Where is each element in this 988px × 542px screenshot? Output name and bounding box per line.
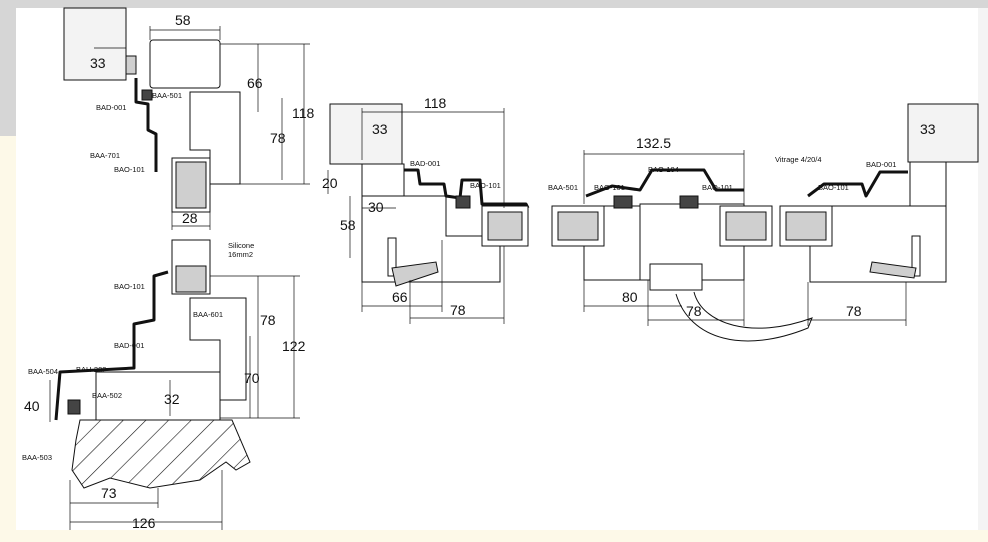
label-baa-504: BAA-504: [28, 367, 58, 376]
alu-cover: [807, 170, 908, 198]
glazing-left-core: [557, 211, 599, 241]
anchor-frame: [361, 163, 405, 197]
dim-20: 20: [322, 175, 338, 191]
gasket: [141, 89, 153, 101]
dim-122: 122: [282, 338, 306, 354]
dim-80: 80: [622, 289, 638, 305]
alu-cover: [585, 168, 744, 198]
dim-126: 126: [132, 515, 156, 531]
anchor-frame: [909, 161, 947, 207]
curve-line: [675, 291, 813, 342]
label-bad-001: BAD-001: [866, 160, 896, 169]
label-vitrage: Vitrage 4/20/4: [775, 155, 822, 164]
dim-33: 33: [920, 121, 936, 137]
top-border: [0, 0, 988, 8]
dim-78: 78: [450, 302, 466, 318]
dim-66: 66: [392, 289, 408, 305]
label-baa-501: BAA-501: [152, 91, 182, 100]
label-bao-101: BAO-101: [818, 183, 849, 192]
glazing-core: [175, 161, 207, 209]
dim-73: 73: [101, 485, 117, 501]
dim-66: 66: [247, 75, 263, 91]
gasket: [613, 195, 633, 209]
concrete-wall: [907, 103, 979, 163]
handle: [391, 261, 439, 287]
left-cream-border: [0, 136, 16, 542]
label-baa-501: BAA-501: [548, 183, 578, 192]
dim-32: 32: [164, 391, 180, 407]
dim-78: 78: [270, 130, 286, 146]
glazing-core: [175, 265, 207, 293]
alu-cover: [134, 78, 158, 172]
section-right: 132.5 80 78 78 33 BAA-501 BAO-101 BAO-10…: [548, 103, 979, 342]
label-bah-202: BAH-202: [76, 365, 106, 374]
concrete-wall: [329, 103, 403, 165]
label-bao-101: BAO-101: [114, 165, 145, 174]
label-baa-601: BAA-601: [193, 310, 223, 319]
section-top-left: 58 33 66 78 118 28 BAA-501 BAD-001 BAA-7…: [63, 7, 315, 230]
dim-118: 118: [424, 95, 447, 111]
alu-cover: [54, 270, 169, 421]
concrete-wall: [63, 7, 127, 81]
label-baa-502: BAA-502: [92, 391, 122, 400]
label-bao-101: BAO-101: [114, 282, 145, 291]
gasket: [679, 195, 699, 209]
glazing-right-core: [725, 211, 767, 241]
mullion-foot: [649, 263, 703, 291]
dim-118: 118: [292, 105, 315, 121]
glazing-core: [487, 211, 523, 241]
left-grey-border: [0, 0, 16, 136]
anchor-block: [125, 55, 137, 75]
handle: [869, 261, 917, 279]
dim-78: 78: [686, 303, 702, 319]
label-bao-101: BAO-101: [702, 183, 733, 192]
dim-58: 58: [175, 12, 191, 28]
label-baa-701: BAA-701: [90, 151, 120, 160]
dim-70: 70: [244, 370, 260, 386]
section-middle: 118 33 20 30 58 66 78 BAD-001 BAO-101: [322, 95, 530, 324]
dim-40: 40: [24, 398, 40, 414]
label-bad-001: BAD-001: [410, 159, 440, 168]
label-bad-001: BAD-001: [96, 103, 126, 112]
sill-substrate: [71, 419, 251, 489]
label-bao-101: BAO-101: [594, 183, 625, 192]
dim-78: 78: [260, 312, 276, 328]
dim-58: 58: [340, 217, 356, 233]
label-bao-101: BAO-101: [470, 181, 501, 190]
dim-30: 30: [368, 199, 384, 215]
label-bad-001: BAD-001: [114, 341, 144, 350]
glazing-jamb-core: [785, 211, 827, 241]
dim-33: 33: [372, 121, 388, 137]
dim-132-5: 132.5: [636, 135, 671, 151]
dim-28: 28: [182, 210, 198, 226]
bottom-cream-border: [0, 530, 988, 542]
label-baa-503: BAA-503: [22, 453, 52, 462]
dim-78: 78: [846, 303, 862, 319]
dim-33: 33: [90, 55, 106, 71]
sill-gasket: [67, 399, 81, 415]
gasket: [455, 195, 471, 209]
right-border: [978, 8, 988, 530]
label-bao-104: BAO-104: [648, 165, 679, 174]
head-frame: [149, 39, 221, 89]
handle-shaft: [911, 235, 921, 277]
